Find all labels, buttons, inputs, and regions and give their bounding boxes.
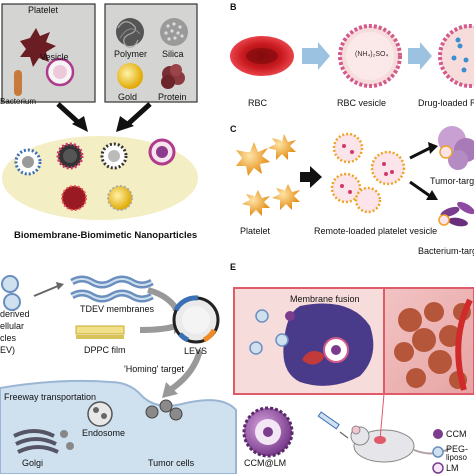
gold-nanoparticle-icon	[117, 63, 143, 89]
coated-nanoparticle	[100, 142, 128, 170]
ccm-legend-icon	[433, 429, 443, 439]
panel-d	[0, 275, 237, 474]
panel-e	[233, 272, 474, 474]
liposome-icon	[275, 333, 289, 347]
label-derived: derived	[0, 309, 30, 319]
label-cles: cles	[0, 333, 17, 343]
coated-nanoparticle	[148, 138, 176, 166]
panel-letter-e: E	[230, 262, 237, 272]
tumor-cell-body	[0, 379, 237, 474]
vesicle-dot	[169, 407, 183, 421]
protein-icon	[161, 64, 185, 89]
label-biomembrane-caption: Biomembrane-Biomimetic Nanoparticles	[14, 230, 198, 241]
label-liposome: liposo	[446, 453, 467, 462]
label-ammonium-sulfate: (NH₄)₂SO₄	[355, 51, 389, 58]
label-dppc-film: DPPC film	[84, 345, 126, 355]
arrow-icon	[162, 382, 178, 398]
label-lm: LM	[446, 463, 459, 473]
tumor-tissue-cells	[394, 302, 471, 389]
bacterium-icon	[14, 70, 22, 96]
label-platelet: Platelet	[28, 5, 59, 15]
arrow-icon	[302, 42, 330, 70]
label-rbc: RBC	[248, 98, 268, 108]
panel-letter-b: B	[230, 2, 237, 12]
platelet-icon	[236, 142, 270, 176]
label-membrane-fusion: Membrane fusion	[290, 294, 360, 304]
mouse-icon	[350, 425, 451, 463]
label-freeway-transportation: Freeway transportation	[4, 392, 97, 402]
label-bacterium-targeted: Bacterium-targ	[418, 246, 474, 256]
label-polymer: Polymer	[114, 49, 148, 59]
tumor-cell-cluster	[438, 126, 474, 170]
label-gold: Gold	[118, 92, 138, 102]
panel-a	[1, 3, 198, 220]
label-drug-loaded: Drug-loaded RI	[418, 98, 474, 108]
panel-b	[230, 24, 474, 88]
coated-nanoparticle	[107, 185, 133, 211]
drug-loaded-rbc-vesicle-icon	[438, 24, 474, 88]
levs-particle	[172, 295, 220, 344]
label-ccm: CCM	[446, 429, 467, 439]
liposome-icon	[249, 341, 263, 355]
arrow-icon	[426, 190, 438, 200]
label-golgi: Golgi	[22, 458, 44, 468]
label-silica: Silica	[162, 49, 184, 59]
endosome-icon	[87, 401, 113, 427]
platelet-vesicle	[332, 132, 364, 164]
platelet-icon	[272, 184, 300, 210]
golgi-icon	[13, 429, 59, 454]
platelet-vesicle	[370, 150, 406, 186]
label-tdev-membranes: TDEV membranes	[80, 304, 155, 314]
vesicle-dot	[145, 405, 159, 419]
label-levs: LEVS	[184, 346, 208, 356]
label-endosome: Endosome	[82, 428, 126, 438]
arrow-icon	[408, 42, 432, 70]
label-tumor-cells: Tumor cells	[148, 458, 195, 468]
label-tumor-targeted: Tumor-targe	[430, 176, 474, 186]
platelet-icon	[242, 190, 270, 216]
arrow-icon	[428, 142, 438, 154]
label-remote-loaded: Remote-loaded platelet vesicle	[314, 226, 438, 236]
bacteria-cluster	[438, 201, 474, 227]
peg-liposome-legend-icon	[432, 446, 444, 458]
label-ev: EV)	[0, 345, 16, 355]
ccm-dot	[285, 311, 295, 321]
nanoparticle-ellipse	[2, 136, 198, 220]
platelet-vesicle	[330, 172, 362, 204]
panel-letter-c: C	[230, 124, 237, 134]
arrow-icon	[116, 116, 134, 132]
label-protein: Protein	[158, 92, 187, 102]
polymer-icon	[116, 18, 144, 48]
tdev-membrane-sheets	[70, 275, 154, 303]
coated-nanoparticle	[61, 185, 87, 211]
label-rbc-vesicle: RBC vesicle	[337, 98, 387, 108]
label-ccm-lm: CCM@LM	[244, 458, 287, 468]
arrow-icon	[56, 282, 64, 290]
syringe-icon	[317, 411, 349, 439]
lm-legend-icon	[432, 462, 444, 474]
ccm-lm-particle	[242, 406, 294, 458]
coated-nanoparticle	[14, 148, 42, 176]
label-homing-target: 'Homing' target	[124, 364, 184, 374]
liposome-icon	[255, 309, 269, 323]
label-ellular: ellular	[0, 321, 25, 331]
silica-icon	[160, 18, 188, 46]
platelet-icon	[20, 28, 56, 67]
extracellular-vesicle-icon	[1, 275, 21, 311]
coated-nanoparticle	[56, 142, 84, 170]
label-peg: PEG-	[446, 444, 469, 454]
arrow-icon	[72, 116, 88, 132]
label-vesicle: Vesicle	[40, 52, 69, 62]
arrow-icon	[300, 166, 322, 188]
platelet-vesicle	[354, 186, 382, 214]
dppc-film	[75, 325, 125, 339]
label-bacterium: Bacterium	[0, 97, 37, 106]
platelet-icon	[268, 134, 296, 160]
label-platelet-c: Platelet	[240, 226, 271, 236]
panel-c	[236, 126, 474, 227]
vesicle-dot	[159, 399, 173, 413]
